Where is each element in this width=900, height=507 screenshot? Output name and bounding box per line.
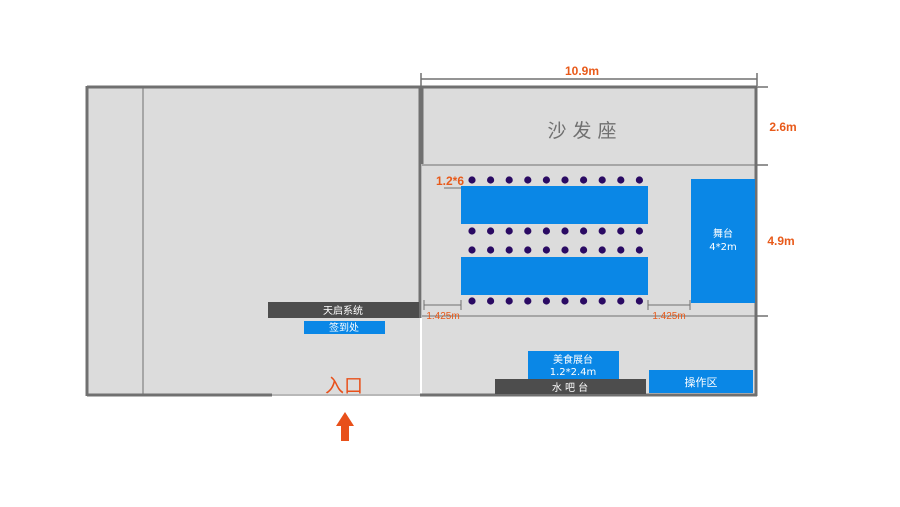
- chair: [635, 227, 644, 235]
- chair: [487, 297, 495, 305]
- water-bar-label: 水 吧 台: [552, 381, 588, 394]
- food-display-size-label: 1.2*2.4m: [550, 367, 597, 378]
- operation-area-label: 操作区: [685, 375, 718, 389]
- chair: [561, 246, 569, 254]
- chair: [524, 246, 532, 254]
- chair: [635, 176, 644, 184]
- chair: [505, 227, 513, 235]
- chair: [617, 246, 625, 254]
- chair: [524, 176, 532, 184]
- food-display-block: [528, 351, 619, 380]
- right-lower-label: 4.9m: [767, 234, 794, 248]
- chair: [487, 246, 495, 254]
- chair: [598, 246, 606, 254]
- chair: [561, 297, 569, 305]
- tianqi-system-block: [268, 302, 419, 318]
- tianqi-system-label: 天启系统: [323, 304, 363, 317]
- chair: [580, 297, 588, 305]
- chair: [542, 227, 551, 235]
- chair: [542, 246, 551, 254]
- chair: [635, 246, 644, 254]
- table-size-label: 1.2*6: [436, 174, 464, 188]
- operation-area-block: [649, 370, 753, 393]
- right-upper-label: 2.6m: [769, 120, 796, 134]
- chair-group: [468, 176, 644, 305]
- chair: [617, 227, 625, 235]
- chair: [542, 297, 551, 305]
- chair: [561, 227, 569, 235]
- chair: [468, 246, 476, 254]
- meeting-table-1: [461, 186, 648, 224]
- chair: [524, 297, 532, 305]
- chair: [580, 176, 588, 184]
- chair: [598, 227, 606, 235]
- chair: [598, 176, 606, 184]
- chair: [635, 297, 644, 305]
- chair: [505, 176, 513, 184]
- chair: [468, 176, 476, 184]
- entrance-arrow-icon: [336, 412, 354, 441]
- left-hall-floor: [88, 88, 420, 394]
- chair: [505, 246, 513, 254]
- chair: [598, 297, 606, 305]
- water-bar-block: [495, 379, 646, 394]
- top-width-label: 10.9m: [565, 64, 599, 78]
- stage-size-label: 4*2m: [709, 242, 736, 253]
- chair: [580, 227, 588, 235]
- chair: [468, 227, 476, 235]
- chair: [524, 227, 532, 235]
- chair: [505, 297, 513, 305]
- chair: [542, 176, 551, 184]
- stage-block: [691, 179, 755, 303]
- sign-in-desk: [304, 321, 385, 334]
- chair: [487, 176, 495, 184]
- meeting-table-2: [461, 257, 648, 295]
- sign-in-label: 签到处: [329, 321, 359, 334]
- stage-name-label: 舞台: [713, 227, 733, 240]
- chair: [468, 297, 476, 305]
- chair: [617, 297, 625, 305]
- chair: [580, 246, 588, 254]
- gap-right-label: 1.425m: [652, 311, 685, 322]
- food-display-name-label: 美食展台: [553, 353, 593, 366]
- chair: [561, 176, 569, 184]
- gap-left-label: 1.425m: [426, 311, 459, 322]
- chair: [487, 227, 495, 235]
- entrance-label: 入口: [325, 375, 363, 397]
- sofa-area-label: 沙 发 座: [547, 120, 616, 142]
- chair: [617, 176, 625, 184]
